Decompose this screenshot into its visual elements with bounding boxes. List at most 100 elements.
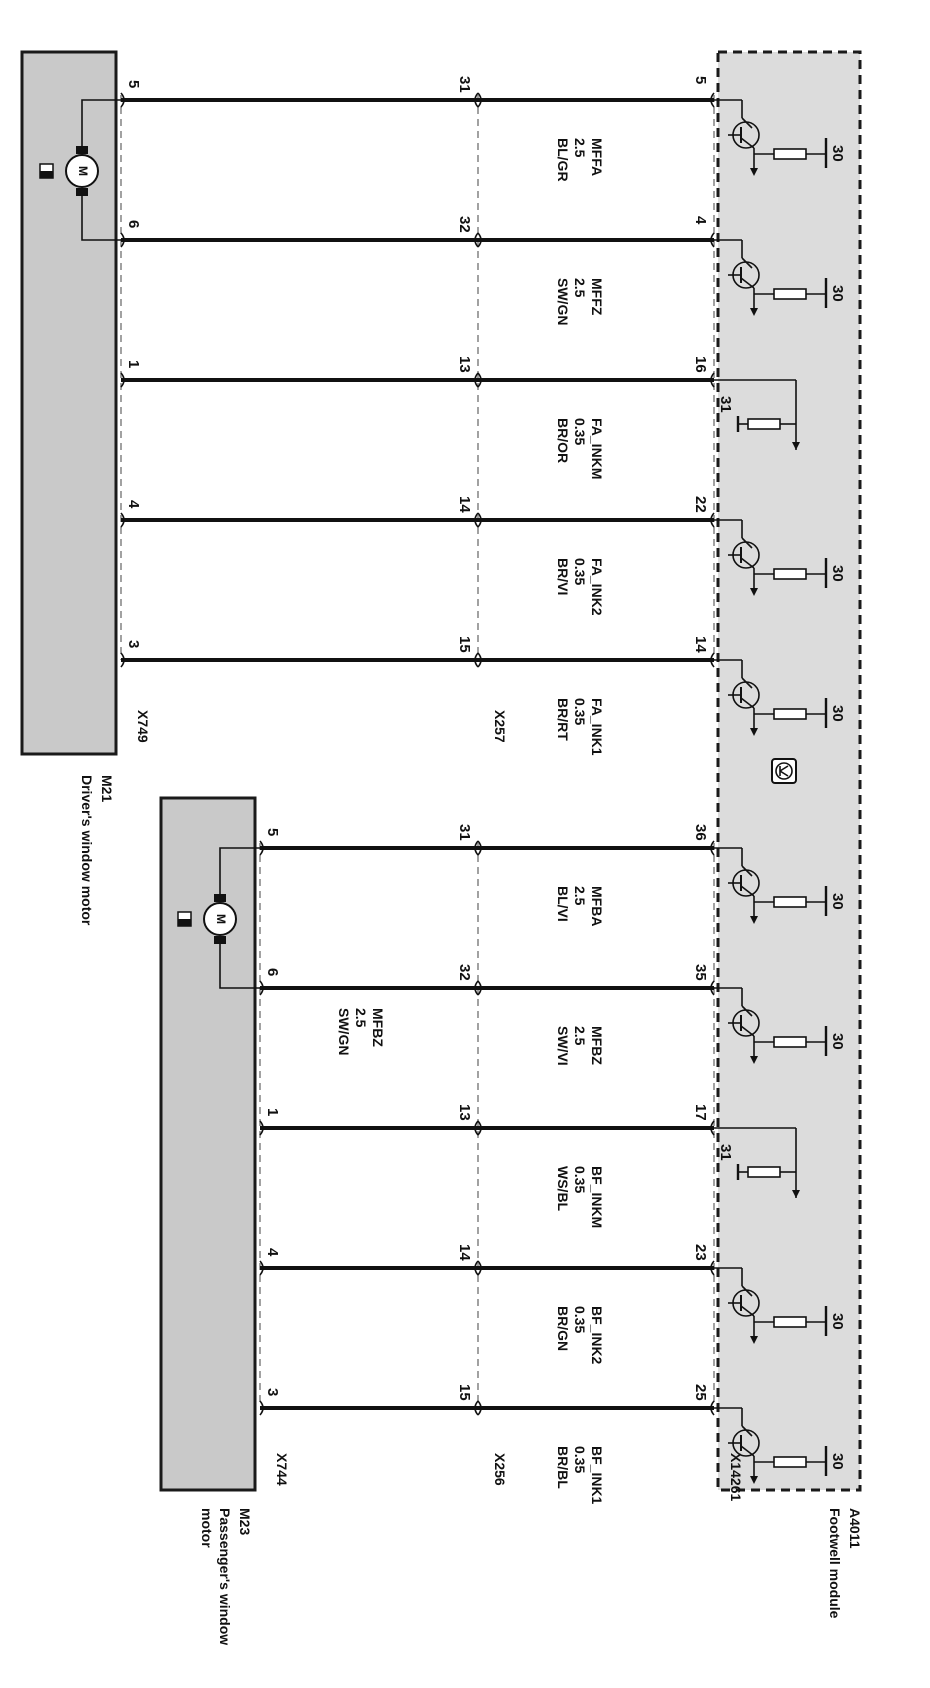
passenger-wire-signal: BF_INKM bbox=[589, 1166, 605, 1228]
passenger-module-pin-label: 23 bbox=[692, 1244, 709, 1261]
driver-module-pin-label: 4 bbox=[692, 216, 709, 225]
connector-terminal bbox=[477, 980, 482, 996]
driver-wire-gauge: 2.5 bbox=[572, 138, 588, 158]
supply-30-label: 30 bbox=[829, 893, 846, 910]
driver-module-pin-label: 22 bbox=[692, 496, 709, 513]
ground-stage: 31 bbox=[714, 1127, 800, 1198]
supply-30-label: 30 bbox=[829, 1313, 846, 1330]
inline-x256-label: X256 bbox=[492, 1453, 508, 1486]
supply-30-label: 30 bbox=[829, 565, 846, 582]
connector-terminal bbox=[120, 372, 125, 388]
connector-terminal bbox=[474, 372, 479, 388]
driver-inline-pin-label: 15 bbox=[456, 636, 473, 653]
connector-terminal bbox=[474, 980, 479, 996]
connector-terminal bbox=[120, 232, 125, 248]
connector-terminal bbox=[259, 1120, 264, 1136]
connector-terminal bbox=[710, 232, 715, 248]
connector-terminal bbox=[710, 1260, 715, 1276]
connector-terminal bbox=[120, 652, 125, 668]
driver-inline-pin-label: 31 bbox=[456, 76, 473, 93]
passenger-wire-color: BR/BL bbox=[555, 1446, 571, 1489]
driver-motor-pin-label: 5 bbox=[125, 80, 142, 88]
passenger-connector-label: X744 bbox=[274, 1453, 290, 1486]
connector-terminal bbox=[477, 652, 482, 668]
passenger-wire-signal: BF_INK1 bbox=[589, 1446, 605, 1505]
driver-wire-signal: FA_INK2 bbox=[589, 558, 605, 616]
passenger-wire-gauge: 2.5 bbox=[572, 1026, 588, 1046]
passenger-inline-pin-label: 31 bbox=[456, 824, 473, 841]
svg-text:SW/GN: SW/GN bbox=[336, 1008, 352, 1055]
driver-inline-pin-label: 14 bbox=[456, 496, 473, 513]
driver-wire-color: SW/GN bbox=[555, 278, 571, 325]
passenger-motor-pin-label: 1 bbox=[264, 1108, 281, 1116]
ground-31-label: 31 bbox=[717, 396, 734, 413]
connector-terminal bbox=[259, 1260, 264, 1276]
connector-terminal bbox=[477, 1260, 482, 1276]
driver-module-pin-label: 16 bbox=[692, 356, 709, 373]
connector-terminal bbox=[477, 232, 482, 248]
connector-terminal bbox=[474, 1260, 479, 1276]
supply-30-label: 30 bbox=[829, 705, 846, 722]
supply-30-label: 30 bbox=[829, 1033, 846, 1050]
connector-terminal bbox=[710, 512, 715, 528]
passenger-motor-box bbox=[159, 796, 257, 1492]
passenger-inline-pin-label: 32 bbox=[456, 964, 473, 981]
passenger-wire-color: WS/BL bbox=[555, 1166, 571, 1212]
connector-terminal bbox=[120, 512, 125, 528]
passenger-wire-signal: MFBZ bbox=[589, 1026, 605, 1065]
driver-motor-pin-label: 4 bbox=[125, 500, 142, 509]
connector-terminal bbox=[477, 512, 482, 528]
driver-wire-gauge: 2.5 bbox=[572, 278, 588, 298]
connector-terminal bbox=[710, 92, 715, 108]
connector-terminal bbox=[474, 840, 479, 856]
passenger-motor-symbol: M bbox=[177, 847, 260, 989]
svg-text:MFBZ: MFBZ bbox=[370, 1008, 386, 1047]
driver-motor-name: Driver's window motor bbox=[79, 775, 95, 926]
supply-30-label: 30 bbox=[829, 1453, 846, 1470]
passenger-wire-signal: BF_INK2 bbox=[589, 1306, 605, 1365]
driver-wire-color: BR/VI bbox=[555, 558, 571, 595]
connector-terminal bbox=[259, 1400, 264, 1416]
passenger-wire-gauge: 0.35 bbox=[572, 1166, 588, 1193]
driver-wire-signal: FA_INKM bbox=[589, 418, 605, 479]
driver-wire-signal: MFFZ bbox=[589, 278, 605, 316]
driver-inline-pin-label: 13 bbox=[456, 356, 473, 373]
passenger-module-pin-label: 36 bbox=[692, 824, 709, 841]
passenger-motor-name-line2: motor bbox=[199, 1508, 215, 1548]
connector-terminal bbox=[474, 232, 479, 248]
connector-terminal bbox=[710, 652, 715, 668]
driver-motor-pin-label: 6 bbox=[125, 220, 142, 228]
supply-30-label: 30 bbox=[829, 145, 846, 162]
ground-stage: 31 bbox=[714, 379, 800, 450]
svg-text:2.5: 2.5 bbox=[353, 1008, 369, 1028]
module-diagnostic-icon bbox=[771, 758, 797, 784]
driver-wire-color: BL/GR bbox=[555, 138, 571, 182]
driver-module-pin-label: 5 bbox=[692, 76, 709, 84]
output-transistor: 30 bbox=[714, 1407, 846, 1484]
passenger-module-pin-label: 35 bbox=[692, 964, 709, 981]
footwell-connector-label: X14261 bbox=[728, 1453, 744, 1501]
driver-inline-pin-label: 32 bbox=[456, 216, 473, 233]
connector-terminal bbox=[477, 372, 482, 388]
output-transistor: 30 bbox=[714, 987, 846, 1064]
passenger-wire-color: BL/VI bbox=[555, 886, 571, 922]
driver-motor-box bbox=[20, 50, 118, 756]
connector-terminal bbox=[474, 652, 479, 668]
passenger-motor-pin-label: 4 bbox=[264, 1248, 281, 1257]
passenger-wire-color: BR/GN bbox=[555, 1306, 571, 1351]
passenger-wire-color: SW/VI bbox=[555, 1026, 571, 1066]
passenger-inline-pin-label: 15 bbox=[456, 1384, 473, 1401]
connector-terminal bbox=[710, 1400, 715, 1416]
connector-terminal bbox=[710, 840, 715, 856]
connector-terminal bbox=[120, 92, 125, 108]
connector-terminal bbox=[259, 840, 264, 856]
